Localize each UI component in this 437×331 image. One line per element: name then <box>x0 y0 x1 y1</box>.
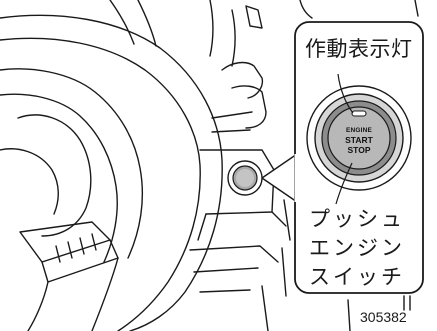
column-lever <box>19 221 111 263</box>
figure-number: 305382 <box>360 309 407 325</box>
wiper-stalk <box>221 61 264 99</box>
switch-label-line-2: エンジン <box>309 236 405 260</box>
switch-label-line-3: スイッチ <box>309 265 405 289</box>
switch-label-line-1: プッシュ <box>309 207 405 231</box>
indicator-leader-line <box>337 73 354 114</box>
switch-leader-line <box>335 162 353 205</box>
callout-pointer <box>262 150 300 206</box>
indicator-lamp-label: 作動表示灯 <box>305 37 413 61</box>
push-button-location <box>227 160 263 196</box>
indicator-lamp <box>351 110 367 117</box>
enlarged-engine-switch <box>306 85 412 191</box>
steering-wheel-rim <box>0 14 223 331</box>
button-text-engine: ENGINE <box>345 127 373 134</box>
button-text-start: START <box>345 135 373 145</box>
steering-wheel-spoke <box>0 68 144 259</box>
button-text-stop: STOP <box>347 145 371 155</box>
